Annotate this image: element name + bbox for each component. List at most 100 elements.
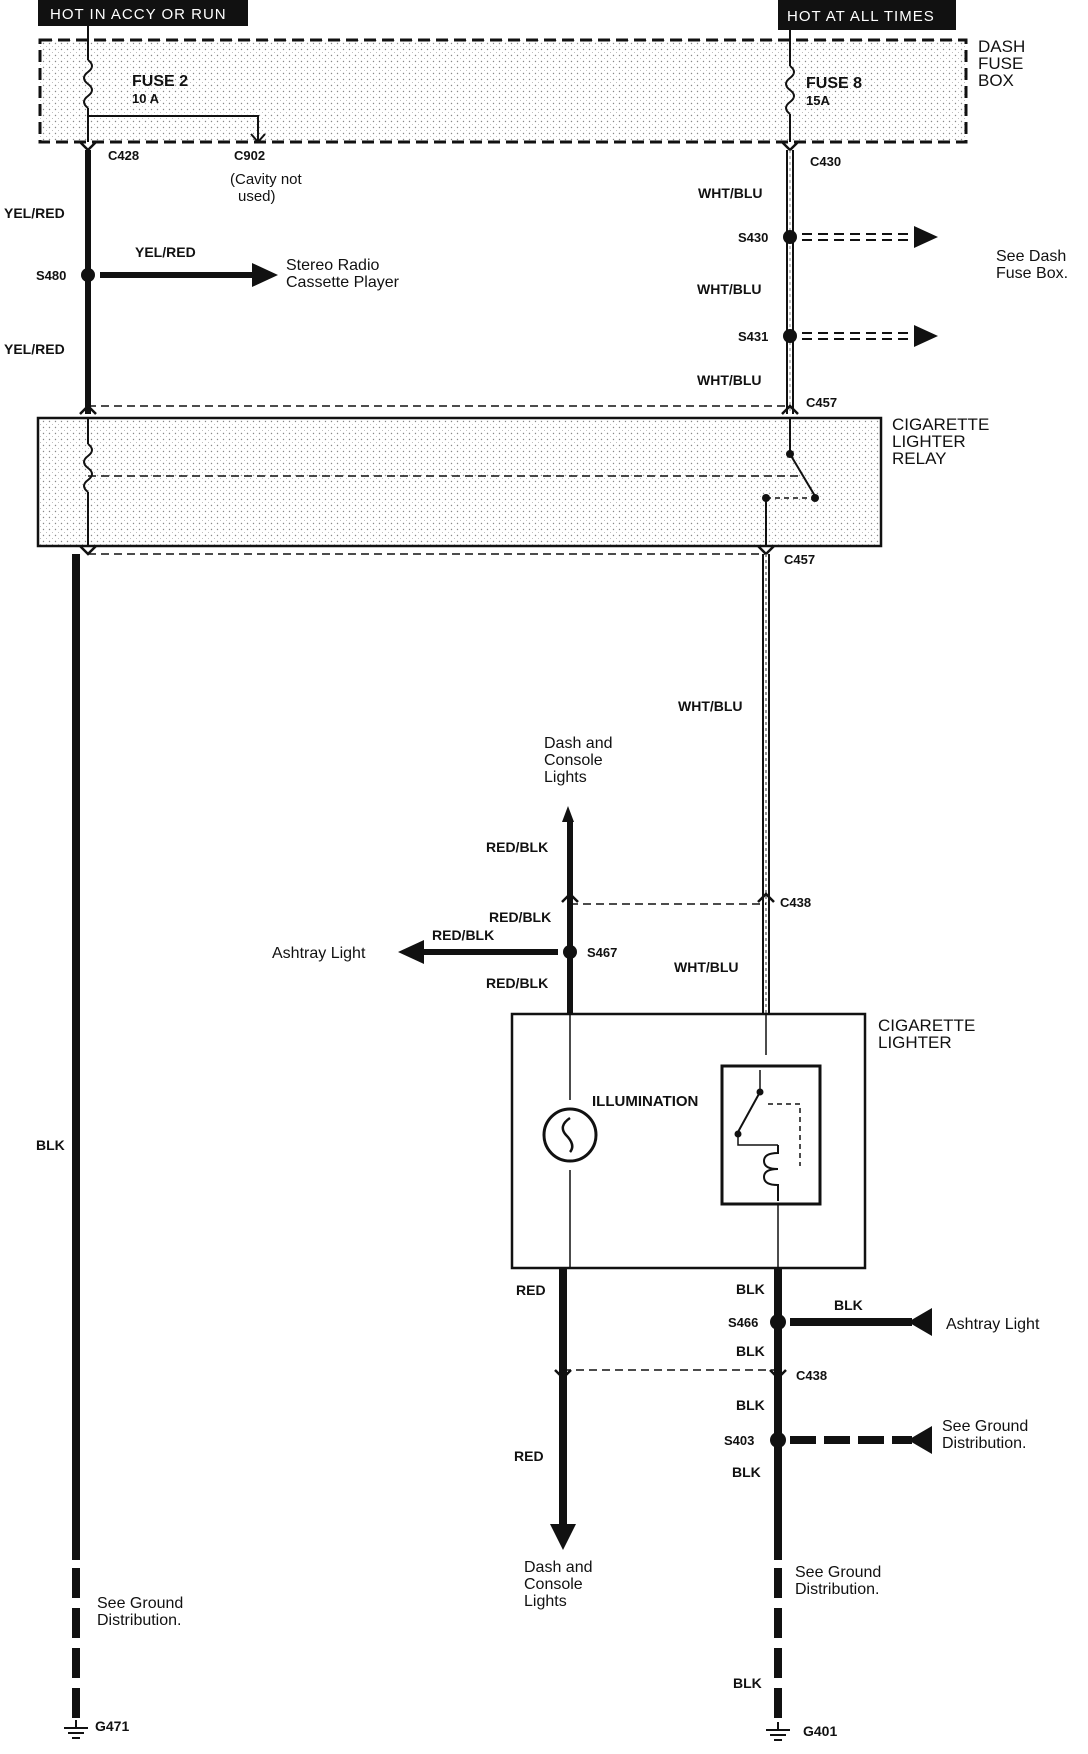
- connector-c457-bottom-label: C457: [784, 552, 815, 567]
- fuse-8-name: FUSE 8: [806, 75, 862, 92]
- header-left-bar: [38, 0, 248, 26]
- c902-note: (Cavity not used): [230, 171, 303, 205]
- svg-text:Distribution.: Distribution.: [942, 1435, 1026, 1452]
- wire-label-red-blk-3: RED/BLK: [432, 927, 494, 943]
- arrow-s431: [914, 325, 938, 347]
- fuse-8-rating: 15A: [806, 93, 830, 108]
- relay-label: CIGARETTE LIGHTER RELAY: [892, 415, 989, 468]
- splice-s466-label: S466: [728, 1315, 758, 1330]
- arrow-dash-console-top: [562, 806, 574, 822]
- wire-label-blk-2: BLK: [834, 1297, 863, 1313]
- svg-text:Console: Console: [524, 1576, 583, 1593]
- connector-c457-top: [781, 404, 799, 415]
- splice-s430: [783, 230, 797, 244]
- svg-text:LIGHTER: LIGHTER: [878, 1033, 952, 1052]
- connector-c902-label: C902: [234, 148, 265, 163]
- svg-text:LIGHTER: LIGHTER: [892, 432, 966, 451]
- connector-c438-top: [561, 892, 579, 903]
- dash-console-lights-bottom: Dash and Console Lights: [524, 1559, 593, 1610]
- fuse-2-symbol: [83, 59, 93, 109]
- ground-g471-label: G471: [95, 1718, 129, 1734]
- svg-text:Console: Console: [544, 752, 603, 769]
- see-ground-right-1: See Ground Distribution.: [942, 1418, 1028, 1452]
- svg-text:BOX: BOX: [978, 71, 1014, 90]
- illumination-bulb: [542, 1107, 598, 1163]
- splice-s431: [783, 329, 797, 343]
- svg-text:CIGARETTE: CIGARETTE: [878, 1016, 975, 1035]
- splice-s431-label: S431: [738, 329, 768, 344]
- ground-g471-symbol: [64, 1720, 88, 1739]
- arrow-ground-dist: [908, 1426, 932, 1454]
- arrow-ashtray-left: [398, 940, 424, 964]
- wire-label-blk-left: BLK: [36, 1137, 65, 1153]
- svg-text:Cassette Player: Cassette Player: [286, 274, 400, 291]
- relay-coil: [83, 443, 93, 493]
- cigarette-lighter-relay: [36, 416, 883, 548]
- lighter-heating-coil: [762, 1145, 779, 1201]
- svg-text:CIGARETTE: CIGARETTE: [892, 415, 989, 434]
- splice-s467: [563, 945, 577, 959]
- wire-label-red-1: RED: [516, 1282, 546, 1298]
- splice-s480-label: S480: [36, 268, 66, 283]
- svg-text:Fuse Box.: Fuse Box.: [996, 265, 1068, 282]
- svg-text:DASH: DASH: [978, 37, 1025, 56]
- dash-fuse-box-label: DASH FUSE BOX: [978, 37, 1025, 90]
- wire-label-red-blk-4: RED/BLK: [486, 975, 548, 991]
- svg-text:Distribution.: Distribution.: [97, 1612, 181, 1629]
- wire-label-blk-5: BLK: [732, 1464, 761, 1480]
- ashtray-light-left: Ashtray Light: [272, 945, 366, 962]
- wire-label-red-blk-1: RED/BLK: [486, 839, 548, 855]
- svg-text:Lights: Lights: [544, 769, 587, 786]
- connector-c438-top-label: C438: [780, 895, 811, 910]
- fuse-2-name: FUSE 2: [132, 73, 188, 90]
- svg-text:See Dash: See Dash: [996, 248, 1066, 265]
- wire-label-blk-3: BLK: [736, 1343, 765, 1359]
- lighter-element-box: [720, 1064, 822, 1206]
- see-ground-right-2: See Ground Distribution.: [795, 1564, 881, 1598]
- bulb-filament: [561, 1116, 574, 1153]
- lighter-switch-arm: [737, 1091, 761, 1133]
- svg-text:Lights: Lights: [524, 1593, 567, 1610]
- connector-c428-label: C428: [108, 148, 139, 163]
- wire-label-yel-red-1: YEL/RED: [4, 205, 65, 221]
- svg-text:Dash and: Dash and: [524, 1559, 593, 1576]
- header-left-text: HOT IN ACCY OR RUN: [50, 6, 227, 23]
- splice-s467-label: S467: [587, 945, 617, 960]
- illumination-label: ILLUMINATION: [592, 1093, 698, 1110]
- svg-text:See Ground: See Ground: [97, 1595, 183, 1612]
- connector-c428: [79, 141, 97, 152]
- wire-label-red-blk-2: RED/BLK: [489, 909, 551, 925]
- wire-label-blk-1: BLK: [736, 1281, 765, 1297]
- stereo-radio-destination: Stereo Radio Cassette Player: [286, 257, 400, 291]
- svg-text:Distribution.: Distribution.: [795, 1581, 879, 1598]
- connector-c430: [781, 141, 799, 152]
- wire-label-wht-blu-5: WHT/BLU: [674, 959, 739, 975]
- wire-label-wht-blu-1: WHT/BLU: [698, 185, 763, 201]
- splice-s430-label: S430: [738, 230, 768, 245]
- see-dash-fuse-box: See Dash Fuse Box.: [996, 248, 1068, 282]
- wire-label-blk-4: BLK: [736, 1397, 765, 1413]
- cigarette-lighter-label: CIGARETTE LIGHTER: [878, 1016, 975, 1052]
- svg-text:used): used): [238, 188, 276, 205]
- arrow-s430: [914, 226, 938, 248]
- wire-label-wht-blu-2: WHT/BLU: [697, 281, 762, 297]
- header-right-text: HOT AT ALL TIMES: [787, 8, 935, 25]
- arrow-stereo: [252, 263, 278, 287]
- svg-text:Dash and: Dash and: [544, 735, 613, 752]
- dash-fuse-box: [38, 38, 968, 144]
- arrow-ashtray-right: [908, 1308, 932, 1336]
- wire-label-yel-red-3: YEL/RED: [4, 341, 65, 357]
- dash-console-lights-top: Dash and Console Lights: [544, 735, 613, 786]
- fuse-2-rating: 10 A: [132, 91, 160, 106]
- ashtray-light-right: Ashtray Light: [946, 1316, 1040, 1333]
- wire-label-wht-blu-3: WHT/BLU: [697, 372, 762, 388]
- header-right-bar: [778, 0, 956, 30]
- splice-s480: [81, 268, 95, 282]
- connector-c438-bottom-label: C438: [796, 1368, 827, 1383]
- fuse-8-symbol: [785, 65, 795, 115]
- connector-c430-label: C430: [810, 154, 841, 169]
- splice-s403: [770, 1432, 786, 1448]
- connector-c902: [250, 133, 266, 144]
- svg-text:See Ground: See Ground: [942, 1418, 1028, 1435]
